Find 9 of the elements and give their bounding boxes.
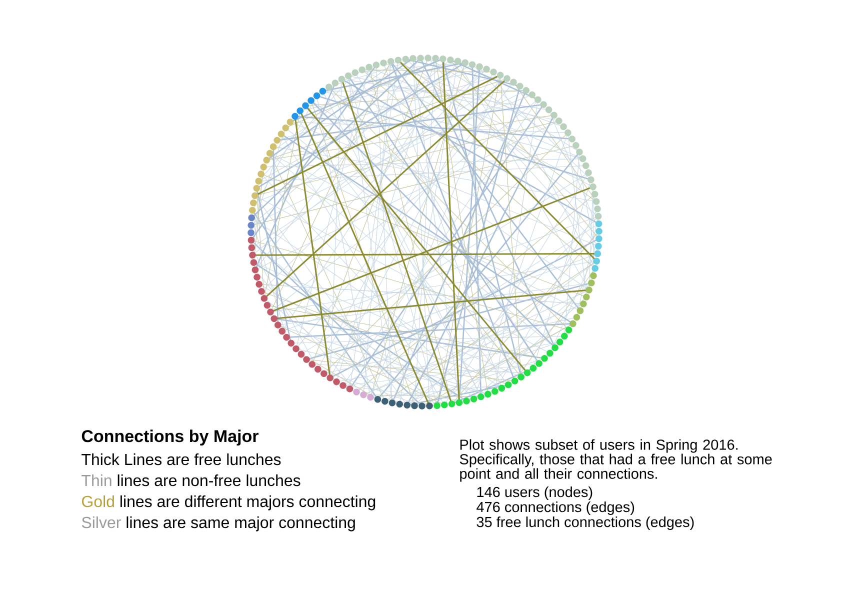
legend-line: Silver lines are same major connecting [82,516,355,532]
legend-line: Thin lines are non-free lunches [82,474,300,486]
stat-line: 476 connections (edges) [476,502,634,515]
legend-line: Gold lines are different majors connecting [82,495,376,510]
stat-line: 35 free lunch connections (edges) [476,516,694,530]
stat-line: 146 users (nodes) [477,486,592,500]
note-text: Plot shows subset of users in Spring 2016. Specifically, those that had a free lunch at some point and all their connections. [460,439,772,482]
legend-line: Thick Lines are free lunches [82,453,281,466]
legend-title: Connections by Major [82,430,258,446]
